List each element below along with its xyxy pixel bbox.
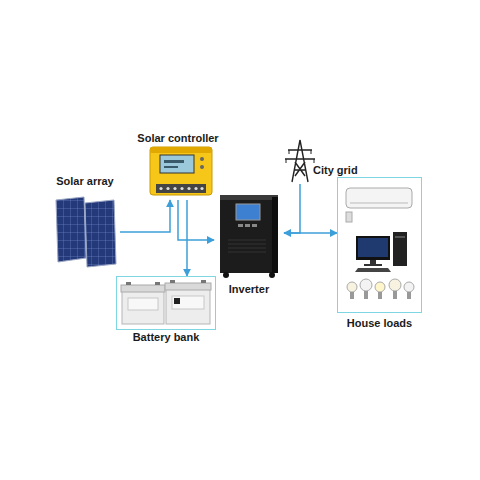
inverter-picture bbox=[238, 224, 243, 227]
battery-picture bbox=[121, 285, 165, 292]
house-loads-picture bbox=[360, 279, 372, 291]
group-frame bbox=[337, 177, 422, 313]
controller-picture bbox=[200, 165, 204, 169]
component-node: House loads bbox=[337, 177, 422, 332]
battery-picture bbox=[122, 290, 164, 324]
house-loads-picture bbox=[358, 238, 388, 257]
house-loads-picture bbox=[378, 292, 382, 299]
house-loads-picture bbox=[347, 282, 357, 292]
component-node: Inverter bbox=[214, 193, 284, 298]
component-label: Inverter bbox=[214, 283, 284, 296]
controller-picture bbox=[166, 187, 169, 190]
flow-arrow bbox=[120, 200, 170, 232]
house-loads-picture bbox=[346, 188, 412, 208]
battery-picture bbox=[172, 296, 204, 309]
solar-panel-picture bbox=[56, 197, 116, 267]
controller-picture bbox=[156, 184, 206, 193]
flow-arrow bbox=[178, 200, 214, 240]
battery-picture bbox=[174, 298, 180, 304]
house-loads-picture bbox=[346, 188, 414, 299]
controller-picture bbox=[160, 155, 194, 173]
battery-picture bbox=[201, 280, 206, 283]
flow-arrow bbox=[284, 184, 300, 233]
battery-picture bbox=[170, 280, 175, 283]
inverter-picture bbox=[220, 195, 278, 200]
controller-picture bbox=[164, 160, 184, 163]
battery-picture bbox=[128, 298, 158, 310]
inverter-picture bbox=[220, 195, 278, 278]
controller-picture bbox=[150, 147, 212, 153]
component-label: House loads bbox=[337, 317, 422, 330]
component-label: Solar array bbox=[50, 175, 120, 188]
group-frame bbox=[116, 276, 216, 330]
inverter-picture bbox=[272, 197, 278, 273]
house-loads-picture bbox=[364, 264, 382, 266]
pylon-symbol bbox=[286, 150, 314, 163]
component-node: Solar array bbox=[50, 174, 120, 268]
house-loads-picture bbox=[393, 291, 397, 299]
pylon-symbol bbox=[285, 140, 315, 182]
house-loads-picture bbox=[350, 203, 408, 204]
controller-picture bbox=[150, 147, 212, 195]
controller-picture bbox=[180, 187, 183, 190]
inverter-picture bbox=[245, 224, 250, 227]
inverter-picture bbox=[269, 272, 275, 278]
controller-picture bbox=[200, 187, 203, 190]
component-node: Solar controller bbox=[134, 130, 221, 200]
inverter-picture bbox=[228, 240, 266, 252]
battery-picture bbox=[155, 282, 160, 285]
controller-picture bbox=[150, 147, 212, 195]
battery-picture bbox=[121, 280, 211, 324]
inverter-picture bbox=[236, 204, 260, 220]
inverter-picture bbox=[252, 224, 257, 227]
component-node: Battery bank bbox=[116, 276, 216, 346]
pylon-symbol bbox=[285, 140, 315, 182]
controller-picture bbox=[159, 187, 162, 190]
battery-picture bbox=[165, 283, 211, 290]
flow-arrow bbox=[186, 200, 188, 276]
house-loads-picture bbox=[350, 292, 354, 299]
house-loads-picture bbox=[356, 236, 390, 260]
house-loads-picture bbox=[395, 236, 405, 238]
solar-panel-picture bbox=[85, 200, 116, 267]
inverter-picture bbox=[223, 272, 229, 278]
solar-panel-picture bbox=[56, 197, 86, 262]
battery-picture bbox=[166, 288, 210, 324]
controller-picture bbox=[173, 187, 176, 190]
component-label: Battery bank bbox=[116, 331, 216, 344]
controller-picture bbox=[164, 166, 178, 168]
inverter-picture bbox=[220, 197, 278, 273]
house-loads-picture bbox=[370, 260, 376, 264]
controller-picture bbox=[187, 187, 190, 190]
controller-picture bbox=[200, 157, 204, 161]
flow-arrow bbox=[284, 232, 337, 234]
battery-picture bbox=[126, 282, 131, 285]
house-loads-picture bbox=[364, 291, 368, 299]
house-loads-picture bbox=[346, 212, 352, 222]
component-label: City grid bbox=[313, 164, 358, 177]
house-loads-picture bbox=[389, 279, 401, 291]
controller-picture bbox=[194, 187, 197, 190]
component-label: Solar controller bbox=[134, 132, 221, 145]
house-loads-picture bbox=[393, 232, 407, 266]
house-loads-picture bbox=[355, 268, 391, 272]
house-loads-picture bbox=[404, 282, 414, 292]
house-loads-picture bbox=[375, 282, 385, 292]
house-loads-picture bbox=[407, 292, 411, 299]
